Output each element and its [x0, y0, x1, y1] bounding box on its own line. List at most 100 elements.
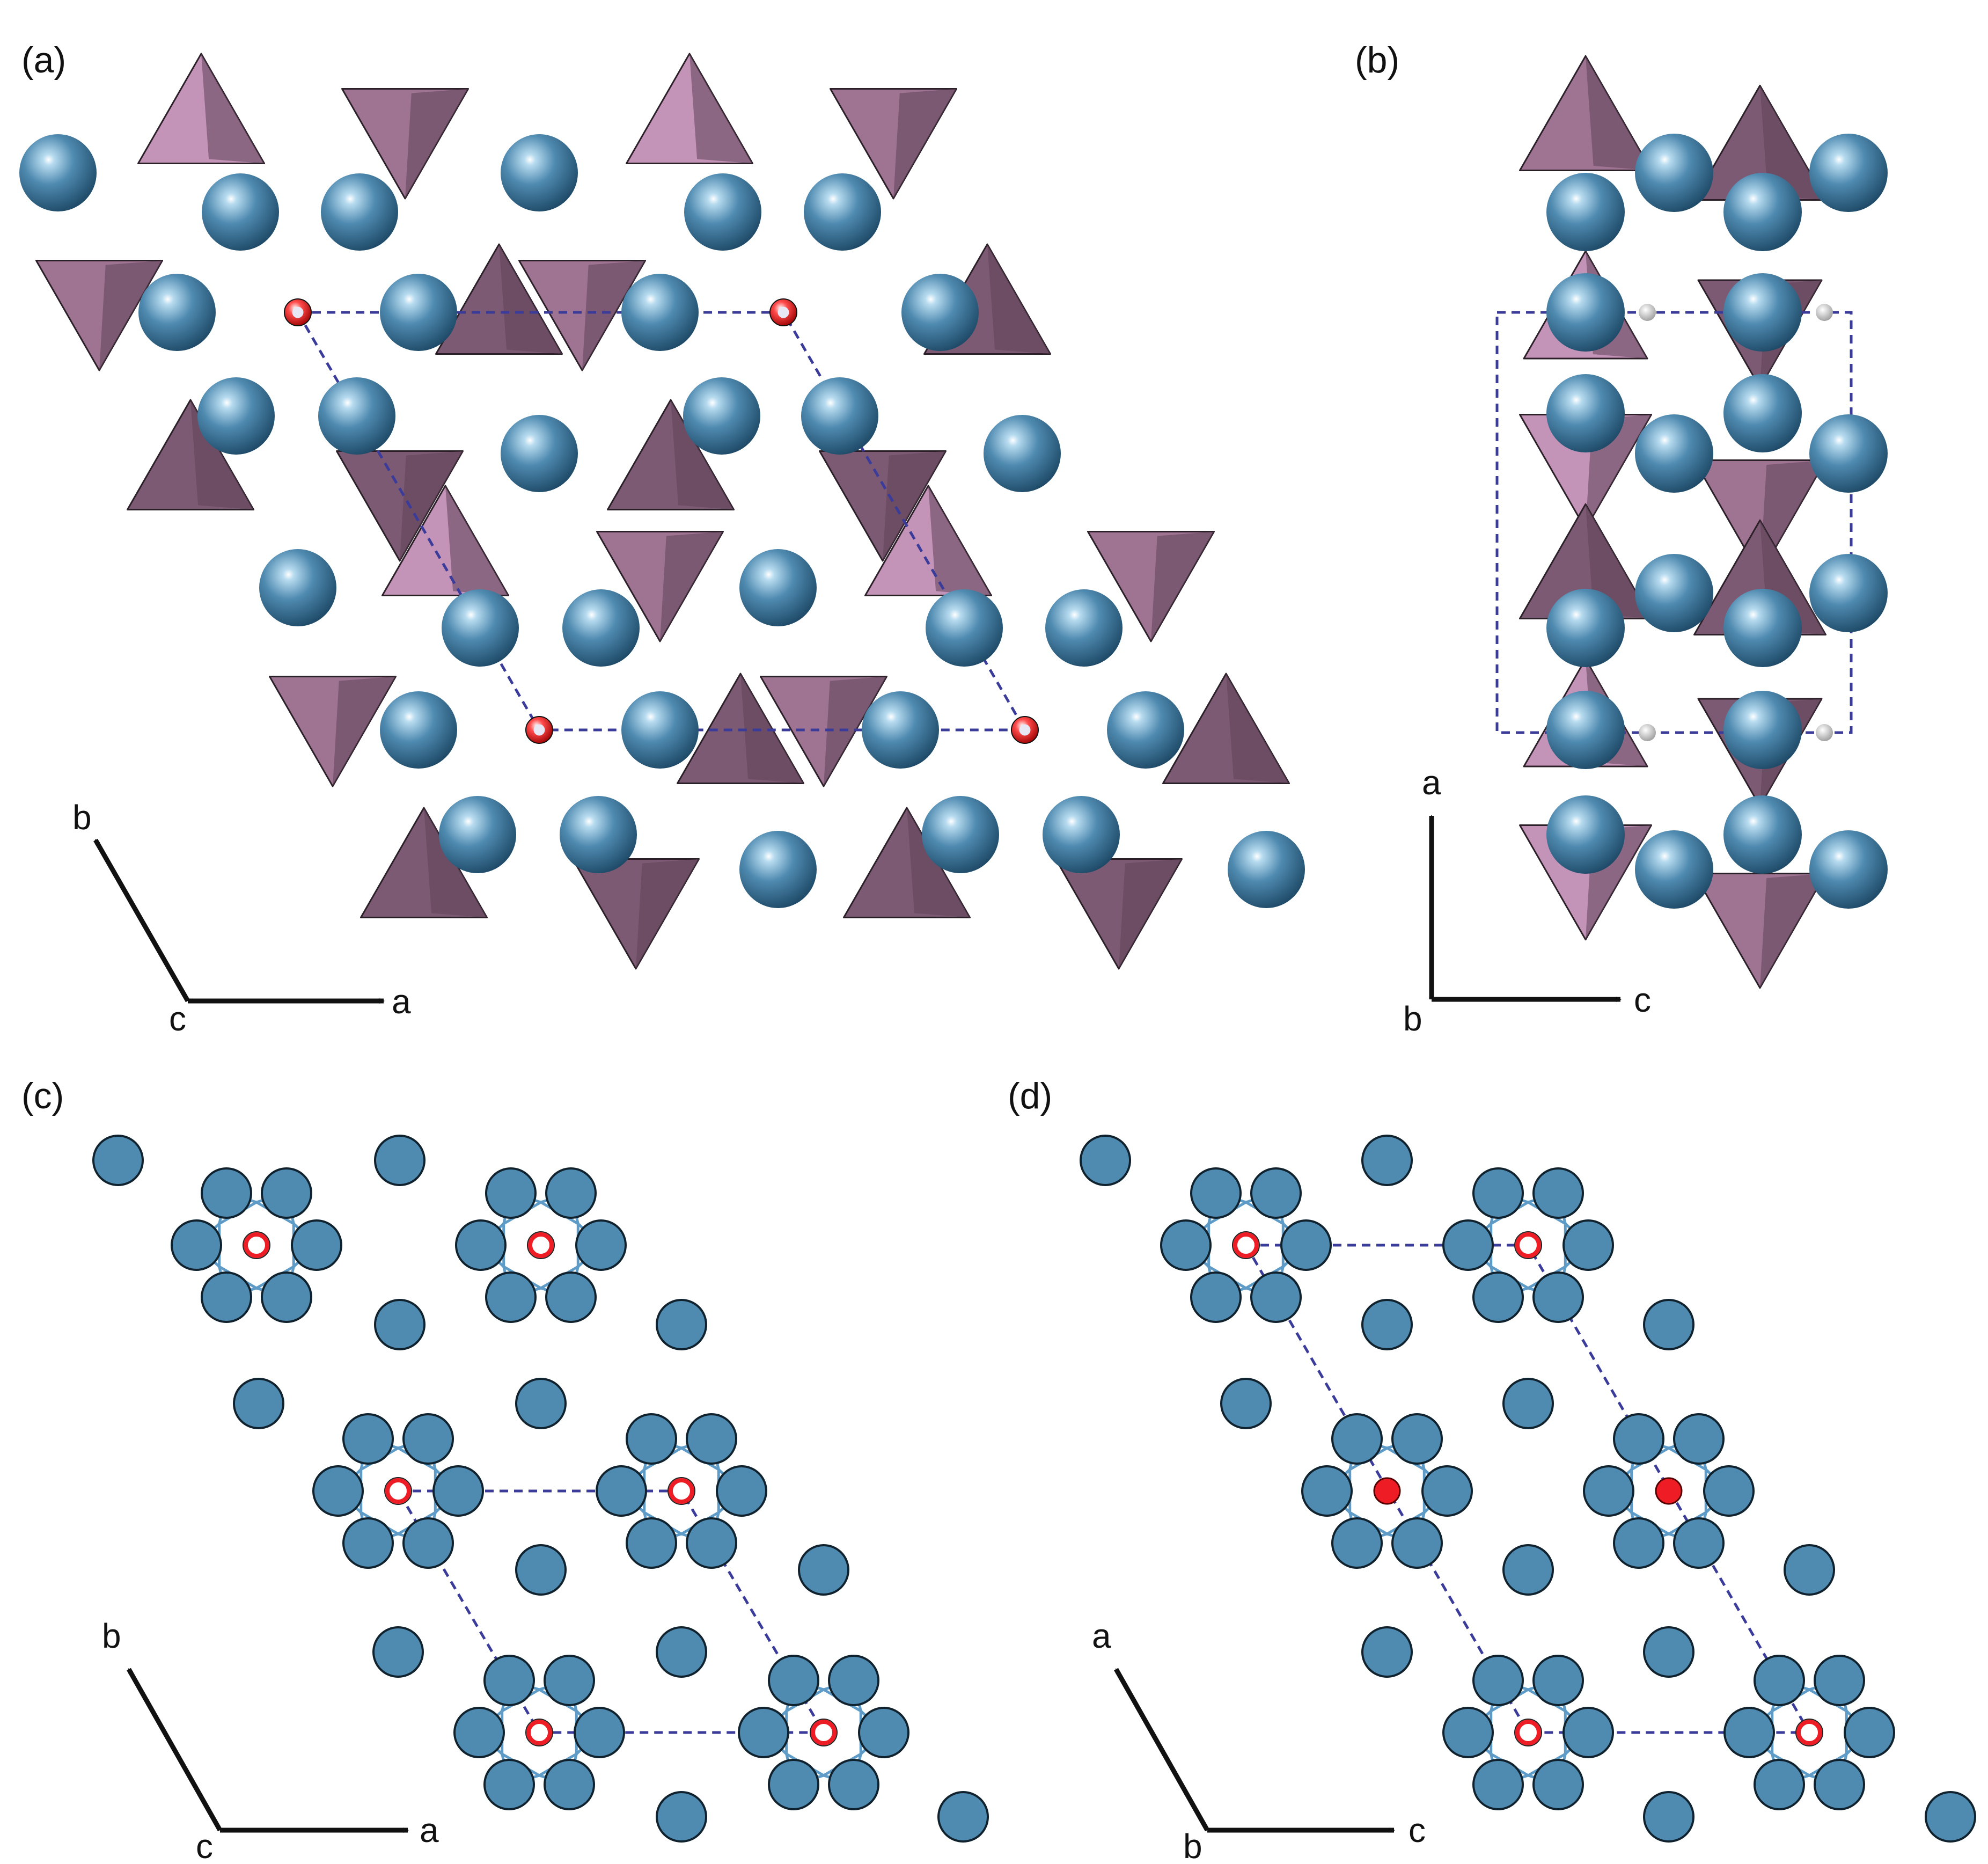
atom-disk: [453, 1707, 505, 1758]
atom-disk: [828, 1655, 879, 1707]
atom-disk: [1220, 1378, 1272, 1429]
atom-sphere: [1045, 589, 1123, 667]
center-atom-rim: [810, 1719, 838, 1746]
atom-disk: [1361, 1626, 1413, 1678]
atom-disk: [432, 1465, 484, 1517]
small-atom: [1639, 724, 1656, 741]
atom-disk: [656, 1299, 707, 1350]
panel-a-atoms: [19, 134, 1305, 908]
atom-disk: [1472, 1167, 1524, 1219]
atom-sphere: [739, 549, 817, 626]
atom-disk: [1562, 1219, 1614, 1271]
tetrahedron-face: [99, 260, 163, 370]
atom-disk: [1391, 1413, 1443, 1465]
center-atom-core: [533, 724, 545, 736]
tetrahedron-face: [333, 676, 396, 786]
atom-disk: [656, 1791, 707, 1843]
atom-disk: [1583, 1465, 1634, 1517]
atom-sphere: [739, 831, 817, 908]
atom-sphere: [926, 589, 1003, 667]
atom-disk: [92, 1135, 144, 1186]
atom-sphere: [684, 173, 761, 251]
panel-b-unit-cell: [1495, 311, 1853, 734]
atom-disk: [686, 1517, 737, 1569]
atom-disk: [716, 1465, 767, 1517]
atom-disk: [1472, 1271, 1524, 1323]
panel-c-axis-b-label: b: [102, 1617, 121, 1655]
atom-sphere: [922, 796, 999, 873]
atom-sphere: [1809, 134, 1888, 212]
panel-d-axis-b-label: b: [1183, 1827, 1202, 1864]
atom-disk: [656, 1626, 707, 1678]
atom-sphere: [621, 274, 699, 351]
panel-b-axis-b-label: b: [1403, 999, 1422, 1038]
atom-disk: [1613, 1413, 1664, 1465]
atom-disk: [312, 1465, 364, 1517]
atom-sphere: [1635, 134, 1713, 212]
tetrahedron-face: [1586, 56, 1652, 171]
atom-sphere: [1723, 374, 1802, 452]
atom-disk: [1331, 1517, 1383, 1569]
panel-c-axis-c-label: c: [196, 1827, 213, 1864]
panel-b-axes: c a b: [1403, 763, 1651, 1038]
tetrahedron-face: [1119, 859, 1182, 969]
center-atom-rim: [1514, 1719, 1542, 1746]
unit-cell-outline: [1495, 311, 1853, 734]
panel-c-axes: a b c: [102, 1617, 439, 1864]
atom-disk: [626, 1413, 677, 1465]
tetrahedron-face: [987, 244, 1051, 354]
atom-disk: [1925, 1791, 1976, 1843]
atom-disk: [798, 1544, 849, 1596]
atom-disk: [515, 1544, 567, 1596]
atom-disk: [686, 1413, 737, 1465]
center-atom-rim: [243, 1231, 270, 1259]
tetrahedron-face: [636, 859, 699, 969]
panel-a-axis-b-label: b: [72, 798, 92, 837]
panel-d-label: (d): [1008, 1076, 1052, 1116]
atom-sphere: [380, 691, 457, 769]
atom-disk: [1421, 1465, 1473, 1517]
atom-disk: [1301, 1465, 1353, 1517]
atom-sphere: [1723, 795, 1802, 874]
center-atom: [1796, 1720, 1822, 1745]
center-atom: [811, 1720, 837, 1745]
atom-sphere: [562, 589, 640, 667]
atom-disk: [1532, 1167, 1584, 1219]
atom-sphere: [138, 274, 216, 351]
atom-sphere: [621, 691, 699, 769]
panel-c-label: (c): [21, 1076, 64, 1116]
tetrahedron-face: [689, 54, 753, 164]
atom-sphere: [1635, 414, 1713, 493]
atom-disk: [374, 1299, 426, 1350]
panel-d: (d) c a b: [1008, 1076, 1976, 1864]
center-atom-rim: [1514, 1231, 1542, 1259]
tetrahedron-face: [1760, 85, 1826, 200]
atom-disk: [233, 1378, 284, 1429]
atom-sphere: [19, 134, 97, 211]
atom-disk: [768, 1758, 819, 1810]
atom-disk: [1502, 1544, 1554, 1596]
atom-sphere: [560, 796, 637, 873]
atom-disk: [1643, 1791, 1694, 1843]
atom-disk: [1784, 1544, 1835, 1596]
panel-a-label: (a): [21, 40, 66, 81]
panel-b-axis-c-label: c: [1634, 981, 1651, 1019]
atom-disk: [596, 1465, 647, 1517]
atom-sphere: [1546, 589, 1625, 667]
atom-sphere: [259, 549, 336, 626]
atom-disk: [201, 1167, 252, 1219]
atom-disk: [483, 1655, 535, 1707]
tetrahedron-face: [190, 400, 254, 510]
atom-disk: [1280, 1219, 1332, 1271]
panel-c-unit-cell: [397, 1489, 826, 1734]
tetrahedron-face: [824, 676, 887, 786]
atom-disk: [261, 1167, 312, 1219]
atom-sphere: [501, 134, 578, 211]
atom-sphere: [1043, 796, 1120, 873]
tetrahedron-face: [1760, 873, 1826, 988]
atom-disk: [342, 1413, 394, 1465]
center-atom-rim: [525, 1719, 553, 1746]
tetrahedron-face: [928, 486, 992, 596]
panel-a-axes: a b c: [72, 798, 411, 1038]
small-atom: [1639, 304, 1656, 321]
